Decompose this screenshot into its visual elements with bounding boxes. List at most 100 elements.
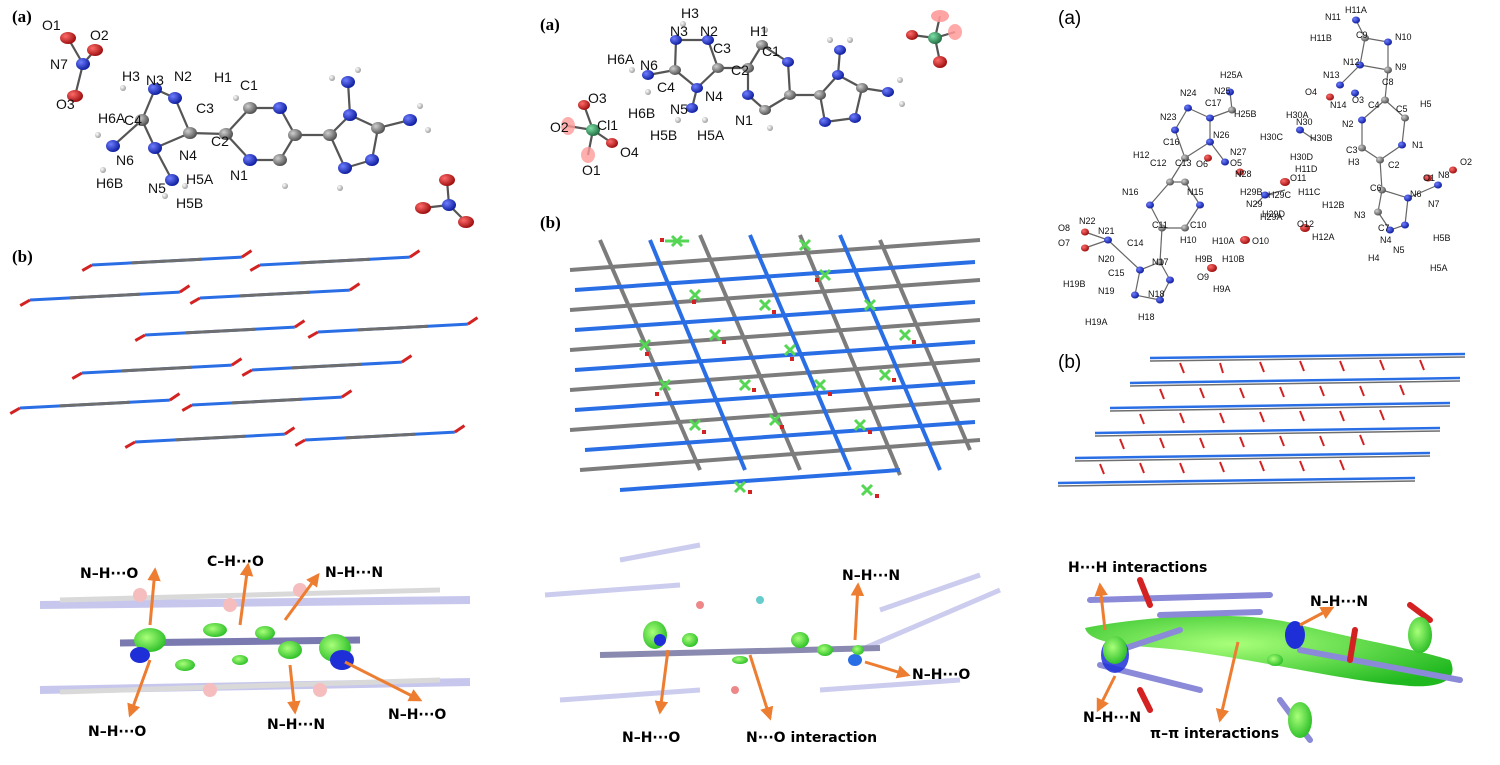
interaction-label: N–H···O [388,707,446,723]
middle-ortep-atoms [561,10,962,163]
atom-label: C10 [1190,220,1207,230]
right-atom-labels: N11 H11A H11B C9 N10 N12 N9 N13 C8 O4 N1… [1058,5,1472,327]
middle-interaction-arrows [654,582,911,721]
packing-molecule [307,316,479,339]
right-ortep-bonds [1084,19,1439,301]
left-ortep-bonds [67,37,467,223]
atom-label: H10B [1222,254,1245,264]
atom-label: N1 [735,112,753,128]
left-panel-label-b: (b) [12,247,33,266]
atom-label: N6 [640,57,658,73]
atom-label: O4 [620,144,639,160]
middle-nci-plot [544,542,1001,703]
packing-molecule [249,249,421,272]
packing-molecule [81,249,253,272]
interaction-label: C–H···O [207,554,264,570]
left-panel-label-a: (a) [12,7,32,26]
packing-molecule [124,426,296,449]
atom-label: N17 [1152,257,1169,267]
atom-label: H29C [1268,190,1292,200]
right-panel-label-b: (b) [1058,352,1081,373]
atom-label: H29A [1260,212,1283,222]
interaction-label: N–H···N [1083,710,1141,726]
atom-label: C2 [1388,160,1400,170]
atom-label: Cl1 [597,117,618,133]
right-ortep-atoms [1081,16,1457,304]
interaction-label: N–H···O [88,724,146,740]
atom-label: C15 [1108,268,1125,278]
atom-label: H30C [1260,132,1284,142]
packing-molecule [134,319,306,342]
atom-label: H6A [98,110,126,126]
atom-label: N5 [670,101,688,117]
atom-label: C4 [124,112,142,128]
right-packing-diagram [1057,352,1466,487]
atom-label: N3 [146,72,164,88]
atom-label: H6A [607,51,635,67]
atom-label: C6 [1370,183,1382,193]
interaction-label: N–H···O [80,566,138,582]
atom-label: H11A [1345,5,1367,15]
atom-label: C11 [1152,220,1168,230]
atom-label: N13 [1323,70,1340,80]
atom-label: N25 [1214,86,1231,96]
atom-label: N27 [1230,147,1247,157]
interaction-label: N–H···N [325,565,383,581]
atom-label: N22 [1079,216,1096,226]
atom-label: H1 [214,69,232,85]
atom-label: C13 [1175,158,1192,168]
atom-label: H12 [1133,150,1150,160]
atom-label: N24 [1180,88,1197,98]
atom-label: H5B [650,127,677,143]
interaction-label: N···O interaction [746,730,877,746]
atom-label: O3 [1352,95,1364,105]
atom-label: H19A [1085,317,1108,327]
atom-label: N29 [1246,199,1263,209]
atom-label: N6 [1410,189,1422,199]
middle-packing-diagram [569,234,981,498]
interaction-label: N–H···N [267,717,325,733]
atom-label: O11 [1290,173,1306,183]
atom-label: N5 [148,180,166,196]
interaction-label: N–H···N [842,568,900,584]
left-interaction-arrows [127,562,423,718]
atom-label: H3 [681,5,699,21]
atom-label: C2 [731,62,749,78]
atom-label: H10 [1180,235,1197,245]
atom-label: O1 [582,162,601,178]
atom-label: H10A [1212,236,1235,246]
atom-label: H29B [1240,187,1263,197]
atom-label: N18 [1148,289,1165,299]
atom-label: N3 [1354,210,1366,220]
atom-label: N7 [1428,199,1440,209]
atom-label: C3 [1346,145,1358,155]
atom-label: O5 [1230,158,1242,168]
left-nci-plot [39,583,471,697]
middle-atom-labels: H3 N3 N2 H1 H6A N6 C4 C3 C2 C1 O3 N4 N5 … [550,5,780,178]
atom-label: N12 [1343,57,1360,67]
atom-label: N21 [1098,226,1115,236]
atom-label: C1 [240,77,258,93]
atom-label: N28 [1235,169,1252,179]
atom-label: N4 [1380,235,1392,245]
packing-molecule [9,392,181,415]
left-interaction-labels: N–H···O C–H···O N–H···N N–H···O N–H···N … [80,554,446,740]
interaction-label: N–H···O [622,730,680,746]
right-panel-label-a: (a) [1058,8,1081,29]
atom-label: O2 [550,119,569,135]
atom-label: C2 [211,133,229,149]
atom-label: H5 [1420,99,1432,109]
atom-label: H9A [1213,284,1231,294]
atom-label: H30D [1290,152,1314,162]
middle-panel-label-b: (b) [540,213,561,232]
atom-label: O8 [1058,223,1070,233]
atom-label: H5A [697,127,725,143]
atom-label: C17 [1205,98,1222,108]
atom-label: C16 [1163,137,1180,147]
atom-label: H19B [1063,279,1086,289]
atom-label: N15 [1187,187,1204,197]
interaction-label: N–H···O [912,667,970,683]
atom-label: N2 [700,23,718,39]
atom-label: C14 [1127,238,1144,248]
